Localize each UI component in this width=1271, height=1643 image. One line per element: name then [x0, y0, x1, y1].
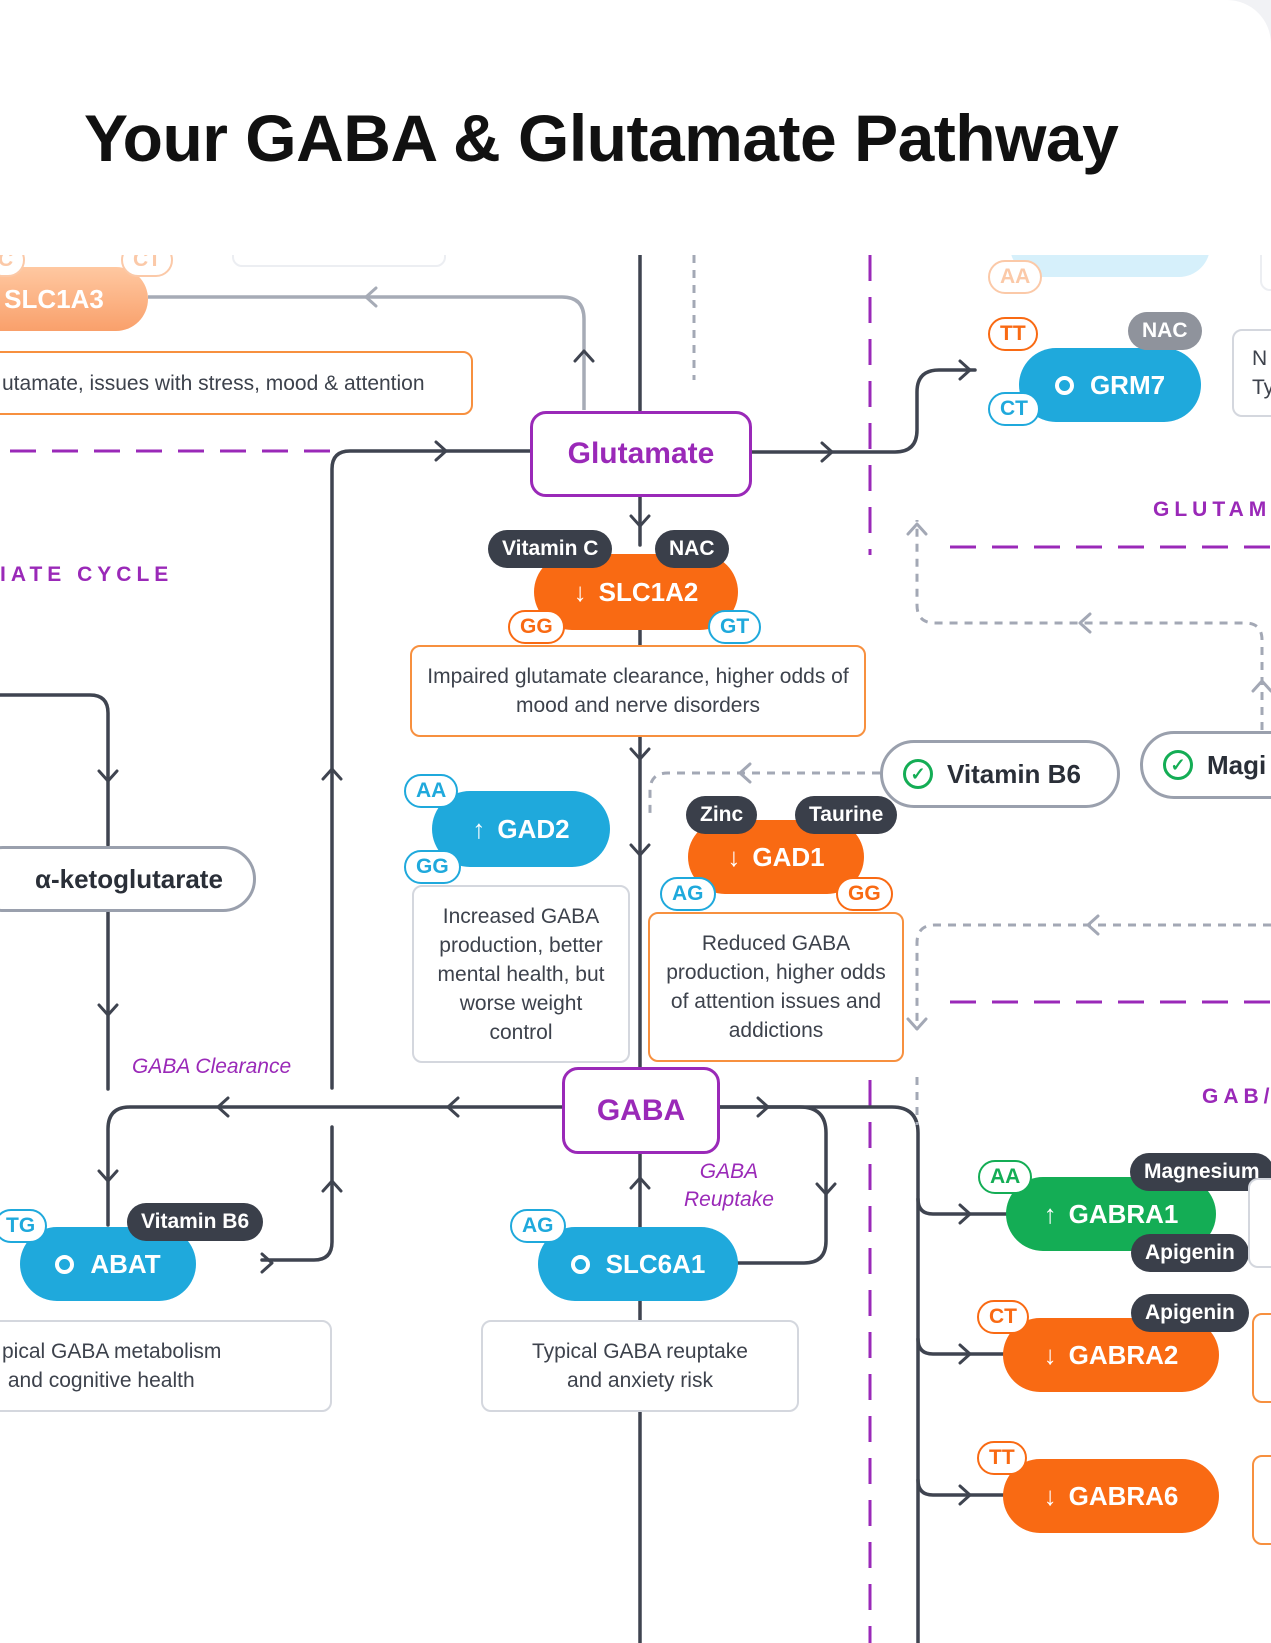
gene-name: GAD1 — [752, 841, 825, 872]
gene-gabra6[interactable]: ↓ GABRA6 — [1003, 1459, 1219, 1533]
effect-box-slc6a1: Typical GABA reuptake and anxiety risk — [481, 1320, 799, 1412]
gene-name: GABRA6 — [1068, 1480, 1179, 1511]
supplement-label: Magi — [1207, 749, 1267, 780]
effect-box-grm7: N Ty — [1232, 329, 1271, 417]
faded-box-top — [232, 255, 446, 267]
supplement-vitamin-b6[interactable]: ✓ Vitamin B6 — [880, 740, 1120, 808]
gene-name: GRM7 — [1089, 369, 1166, 400]
gene-name: GABRA2 — [1068, 1339, 1179, 1370]
effect-box-gabra1 — [1248, 1178, 1271, 1268]
effect-box-gabra2 — [1252, 1313, 1271, 1403]
up-arrow-icon: ↑ — [472, 813, 486, 844]
gene-gabra2[interactable]: ↓ GABRA2 — [1003, 1318, 1219, 1392]
genotype-badge: TG — [0, 1209, 48, 1243]
down-arrow-icon: ↓ — [573, 576, 587, 607]
genotype-badge: GG — [404, 850, 461, 884]
gene-grm7[interactable]: GRM7 — [1019, 348, 1201, 422]
genotype-badge: GT — [708, 610, 762, 644]
nutrient-badge: NAC — [1128, 312, 1202, 350]
nutrient-badge: Apigenin — [1131, 1294, 1249, 1332]
neutral-dot-icon — [55, 1254, 75, 1274]
gene-name: SLC6A1 — [605, 1248, 706, 1279]
nutrient-badge: Taurine — [795, 796, 898, 834]
check-icon: ✓ — [1163, 750, 1193, 780]
neutral-dot-icon — [570, 1254, 590, 1274]
section-label-gaba: GAB/ — [1202, 1085, 1271, 1108]
genotype-badge: AA — [988, 260, 1043, 294]
gene-name: GAD2 — [497, 813, 570, 844]
down-arrow-icon: ↓ — [1043, 1339, 1057, 1370]
faded-box-top-right — [1260, 255, 1271, 291]
down-arrow-icon: ↓ — [1043, 1480, 1057, 1511]
gaba-hub[interactable]: GABA — [562, 1067, 720, 1154]
gene-name: SLC1A3 — [4, 283, 104, 314]
genotype-badge: AG — [660, 877, 716, 911]
node-label: α-ketoglutarate — [35, 863, 223, 894]
nutrient-badge: NAC — [655, 530, 729, 568]
genotype-badge: AA — [978, 1160, 1033, 1194]
gene-name: ABAT — [90, 1248, 161, 1279]
section-label-glutamate-cycle: IATE CYCLE — [0, 563, 174, 586]
section-dividers — [10, 255, 1271, 1643]
genotype-badge: CT — [121, 255, 173, 277]
pathway-connectors — [0, 255, 1271, 1643]
label-gaba-clearance: GABA Clearance — [132, 1055, 292, 1078]
check-icon: ✓ — [903, 759, 933, 789]
supplement-magnesium[interactable]: ✓ Magi — [1140, 731, 1271, 799]
genotype-badge: AG — [510, 1209, 566, 1243]
slc1a3-return-wire — [148, 295, 586, 410]
nutrient-badge: Magnesium — [1130, 1153, 1271, 1191]
genotype-badge: TT — [977, 1441, 1027, 1475]
genotype-badge: GG — [836, 877, 893, 911]
genotype-badge: AA — [404, 774, 459, 808]
effect-box-slc1a3: utamate, issues with stress, mood & atte… — [0, 351, 473, 415]
genotype-badge: TT — [988, 317, 1038, 351]
up-arrow-icon: ↑ — [1043, 1198, 1057, 1229]
node-alpha-ketoglutarate[interactable]: α-ketoglutarate — [0, 846, 256, 912]
gene-gad2[interactable]: ↑ GAD2 — [432, 791, 610, 867]
gene-slc6a1[interactable]: SLC6A1 — [538, 1227, 738, 1301]
genotype-badge: GG — [508, 610, 565, 644]
pathway-diagram: IATE CYCLE GLUTAM GAB/ Glutamate GABA SL… — [0, 255, 1271, 1643]
label-gaba-reuptake: GABA Reuptake — [684, 1160, 774, 1211]
nutrient-badge: Apigenin — [1131, 1234, 1249, 1272]
nutrient-badge: Zinc — [686, 796, 758, 834]
nutrient-badge: Vitamin C — [488, 530, 613, 568]
effect-box-slc1a2: Impaired glutamate clearance, higher odd… — [410, 645, 866, 737]
nutrient-badge: Vitamin B6 — [127, 1203, 264, 1241]
effect-box-gabra6 — [1252, 1455, 1271, 1545]
page-title: Your GABA & Glutamate Pathway — [84, 101, 1119, 175]
gene-name: SLC1A2 — [598, 576, 699, 607]
supplement-label: Vitamin B6 — [947, 758, 1081, 789]
dashed-wires — [648, 255, 1271, 1125]
down-arrow-icon: ↓ — [727, 841, 741, 872]
faded-gene-pill — [1010, 255, 1210, 277]
genotype-badge: CT — [977, 1300, 1029, 1334]
section-label-glutamate: GLUTAM — [1153, 498, 1271, 521]
genotype-badge: CT — [988, 392, 1040, 426]
effect-box-abat: pical GABA metabolism and cognitive heal… — [0, 1320, 332, 1412]
solid-wires — [0, 255, 1012, 1643]
gene-name: GABRA1 — [1068, 1198, 1179, 1229]
effect-box-gad1: Reduced GABA production, higher odds of … — [648, 912, 904, 1062]
neutral-dot-icon — [1054, 375, 1074, 395]
gene-slc1a3[interactable]: SLC1A3 — [0, 267, 148, 331]
glutamate-hub[interactable]: Glutamate — [530, 411, 752, 497]
effect-box-gad2: Increased GABA production, better mental… — [412, 885, 630, 1063]
